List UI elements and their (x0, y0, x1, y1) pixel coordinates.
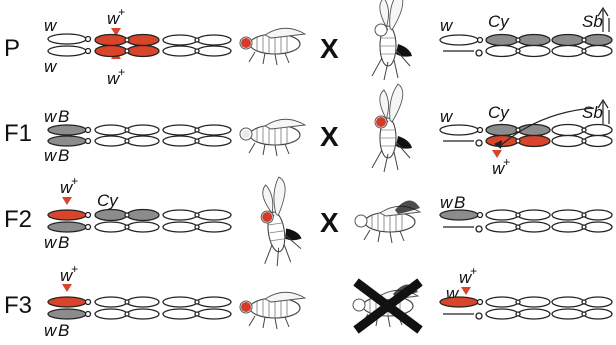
allele-plus-superscript: + (71, 174, 78, 188)
allele-plus-superscript: + (503, 155, 510, 169)
cross-symbol: X (320, 207, 339, 238)
chromosome-x-transgene (48, 210, 91, 220)
fly-icon (372, 0, 412, 80)
allele-plus-superscript: + (71, 262, 78, 276)
insertion-triangle-icon (492, 150, 502, 158)
chromosome-x-transgene (440, 297, 483, 307)
chromosome-x-balancer-b (440, 210, 483, 220)
chromosome-2-transgene (95, 35, 159, 57)
row-F3: F3 w + w B (4, 262, 612, 340)
allele-w: w (440, 193, 454, 212)
chromosome-3-balancer-sb (552, 35, 612, 57)
fly-icon (240, 28, 305, 65)
generation-label-F1: F1 (4, 120, 32, 147)
fly-icon (240, 292, 305, 329)
chromosome-y (443, 50, 482, 56)
allele-cy: Cy (488, 12, 510, 31)
cross-symbol: X (320, 121, 339, 152)
chromosome-3-wildtype (552, 297, 612, 319)
chromosome-y (443, 226, 482, 232)
allele-b: B (58, 146, 69, 165)
chromosome-x-balancer-b (48, 125, 91, 146)
chromosome-3-wildtype (163, 210, 231, 232)
chromosome-x-w-maternal (48, 34, 91, 44)
allele-plus-superscript: + (118, 65, 125, 79)
chromosome-x-transgene (48, 297, 91, 307)
chromosome-2-wildtype (95, 297, 159, 319)
row-P: P w w w + w + (4, 0, 612, 88)
allele-w: w (44, 16, 58, 35)
allele-w: w (44, 146, 58, 165)
generation-label-P: P (4, 35, 20, 62)
chromosome-2-wildtype (95, 125, 159, 146)
chromosome-x-w-paternal (48, 46, 91, 56)
chromosome-2-wildtype (486, 297, 550, 319)
insertion-triangle-icon (461, 287, 471, 295)
fly-icon-crossed-out (353, 282, 420, 330)
allele-cy: Cy (97, 191, 119, 210)
cross-symbol: X (320, 33, 339, 64)
allele-w: w (440, 107, 454, 126)
chromosome-y (443, 313, 482, 319)
chromosome-3-wildtype (552, 210, 612, 232)
chromosome-2-cy (95, 210, 159, 233)
allele-b: B (58, 321, 69, 340)
chromosome-2-wildtype (486, 210, 550, 232)
row-F2: F2 w + w B Cy (4, 174, 612, 268)
chromosome-y (443, 140, 482, 146)
chromosome-3-wildtype (163, 297, 231, 319)
generation-label-F3: F3 (4, 292, 32, 319)
allele-b: B (58, 233, 69, 252)
chromosome-x-w (440, 35, 483, 45)
allele-w: w (44, 321, 58, 340)
fly-icon (240, 119, 305, 156)
allele-sb: Sb (582, 12, 603, 31)
chromosome-x-balancer-b (48, 309, 91, 319)
allele-w: w (440, 16, 454, 35)
allele-w: w (44, 233, 58, 252)
allele-plus-superscript: + (470, 264, 477, 278)
generation-label-F2: F2 (4, 206, 32, 233)
row-F1: F1 w B w B X (4, 84, 612, 178)
chromosome-3-wildtype (163, 125, 231, 146)
allele-cy: Cy (488, 103, 510, 122)
fly-icon (372, 84, 412, 172)
allele-w: w (44, 57, 58, 76)
allele-plus-superscript: + (118, 5, 125, 19)
chromosome-3-wildtype (163, 35, 231, 56)
chromosome-3-sb (552, 125, 612, 147)
allele-b: B (454, 193, 465, 212)
fly-icon (355, 200, 420, 243)
fly-icon (253, 175, 305, 268)
insertion-triangle-icon (62, 284, 72, 292)
allele-w: w (44, 107, 58, 126)
chromosome-x-w (440, 125, 483, 135)
chromosome-x-balancer-b (48, 222, 91, 232)
insertion-triangle-icon (62, 197, 72, 205)
allele-b: B (58, 107, 69, 126)
chromosome-2-balancer-cy (486, 35, 550, 57)
